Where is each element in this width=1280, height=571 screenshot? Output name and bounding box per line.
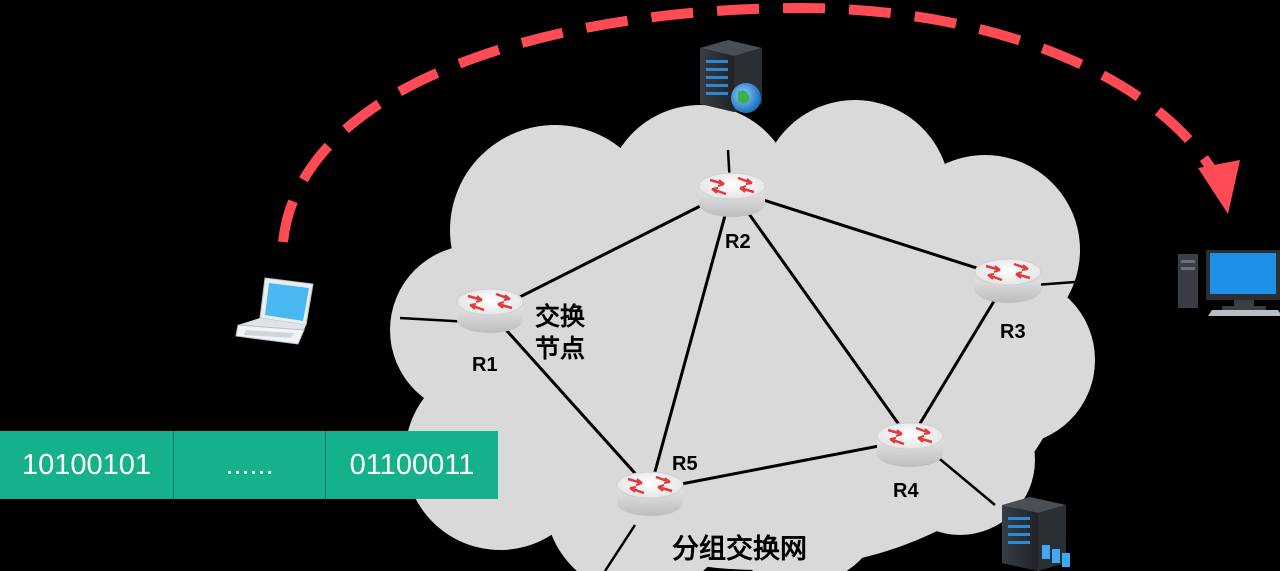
switch-node-label-line1: 交换 bbox=[535, 302, 586, 331]
link-r2-r3 bbox=[731, 188, 1009, 280]
router-label-r3: R3 bbox=[1000, 321, 1026, 343]
router-label-r4: R4 bbox=[893, 480, 919, 502]
web-server-icon bbox=[700, 40, 762, 113]
router-r2 bbox=[697, 171, 767, 219]
router-label-r2: R2 bbox=[725, 231, 751, 253]
packet-bit-strip: 10100101 ...... 01100011 bbox=[0, 431, 498, 499]
router-r4 bbox=[875, 421, 945, 469]
packet-cell-ellipsis: ...... bbox=[174, 431, 326, 499]
router-label-r1: R1 bbox=[472, 354, 498, 376]
router-r5 bbox=[615, 470, 685, 518]
link-r3-r4 bbox=[908, 277, 1010, 441]
link-r2-r4 bbox=[730, 189, 912, 441]
network-label: 分组交换网 bbox=[672, 533, 807, 565]
switch-node-label-line2: 节点 bbox=[535, 334, 585, 363]
packet-cell-tail: 01100011 bbox=[326, 431, 498, 499]
arrowhead-icon bbox=[1198, 160, 1240, 214]
transmission-arrow bbox=[278, 2, 1240, 243]
packet-cell-header: 10100101 bbox=[0, 431, 174, 499]
router-icon bbox=[455, 287, 525, 335]
link-r1-r5 bbox=[488, 310, 652, 492]
laptop-icon bbox=[235, 277, 314, 345]
router-icon bbox=[973, 257, 1043, 305]
link-r2-r5 bbox=[648, 189, 734, 491]
database-server-icon bbox=[1002, 497, 1070, 571]
router-links bbox=[488, 188, 1010, 492]
router-label-r5: R5 bbox=[672, 453, 698, 475]
router-icon bbox=[697, 171, 767, 219]
link-r5-r4 bbox=[649, 438, 911, 492]
router-r1 bbox=[455, 287, 525, 335]
router-icon bbox=[615, 470, 685, 518]
desktop-computer-icon bbox=[1178, 250, 1280, 316]
router-icon bbox=[875, 421, 945, 469]
link-r1-r2 bbox=[489, 188, 733, 314]
router-r3 bbox=[973, 257, 1043, 305]
